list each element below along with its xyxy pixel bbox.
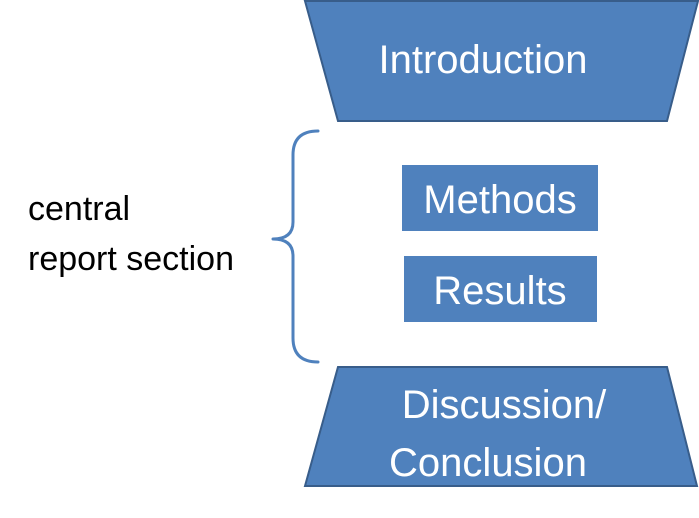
methods-label: Methods [423,178,576,222]
bracket-label-line2: report section [28,240,234,278]
methods-block: Methods [402,165,598,231]
discussion-shape [303,366,699,487]
discussion-label-line2: Conclusion [389,441,587,485]
introduction-block: Introduction [303,0,699,122]
bracket-label: central report section [28,190,234,278]
discussion-block: Discussion/ Conclusion [303,366,699,487]
introduction-label: Introduction [378,38,587,82]
discussion-label-line1: Discussion/ [402,383,607,427]
results-shape [404,256,597,322]
curly-brace [271,129,320,364]
methods-shape [402,165,598,231]
introduction-shape [303,0,699,122]
bracket-label-line1: central [28,190,130,228]
results-block: Results [404,256,597,322]
results-label: Results [433,269,566,313]
